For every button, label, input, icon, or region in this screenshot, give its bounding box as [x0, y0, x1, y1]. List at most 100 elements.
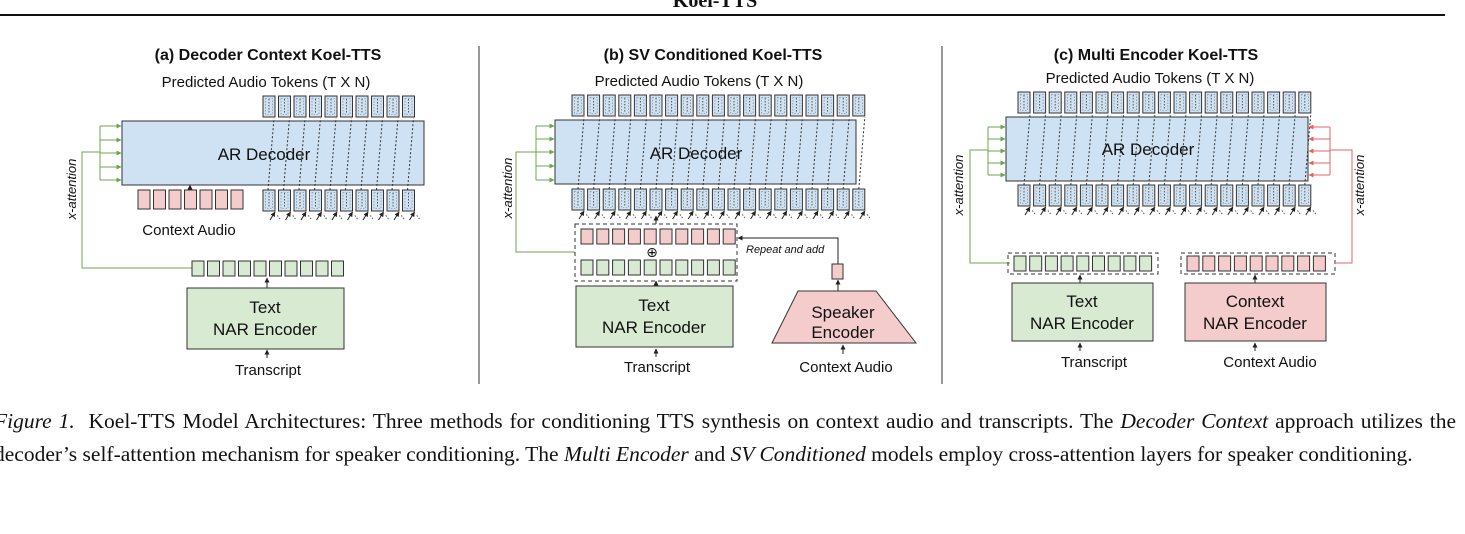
caption-italic1: Decoder Context: [1120, 409, 1269, 433]
panel-b-encoder-line2: NAR Encoder: [602, 318, 706, 337]
text-token: [675, 259, 689, 276]
panel-c-context-encoder: [1184, 282, 1327, 342]
speaker-token: [722, 228, 736, 245]
panel-b-speaker-tokens: [580, 228, 736, 245]
panel-c-text-encoder: [1011, 282, 1154, 342]
caption-part3: and: [694, 442, 726, 466]
panel-c-title: (c) Multi Encoder Koel-TTS: [1054, 47, 1259, 64]
text-token: [238, 260, 251, 277]
context-token: [1281, 255, 1295, 272]
context-audio-token: [199, 189, 213, 210]
panel-c-ctx-enc-line2: NAR Encoder: [1203, 314, 1307, 333]
panel-c-input-arrows: [1024, 206, 1317, 216]
panel-c-xattention-right-arrows: [1308, 124, 1330, 178]
panel-b-title: (b) SV Conditioned Koel-TTS: [604, 47, 823, 64]
panel-c-multi-encoder: (c) Multi Encoder Koel-TTS Predicted Aud…: [951, 47, 1367, 371]
text-token: [222, 260, 236, 277]
speaker-token: [675, 228, 689, 245]
text-token: [191, 260, 205, 277]
panel-b-token-dotted-links: [577, 116, 866, 190]
panel-c-ar-decoder: [1005, 116, 1309, 182]
panel-b-speaker-encoder: [771, 290, 918, 344]
text-token: [691, 259, 705, 276]
caption-label: Figure 1.: [0, 409, 75, 433]
panel-c-input-tokens: [1017, 184, 1312, 207]
panel-c-xattention-right-label: x-attention: [1352, 155, 1367, 217]
text-token: [253, 260, 267, 277]
text-token: [269, 260, 282, 277]
text-token: [1107, 255, 1121, 272]
panel-b-speaker-line2: Encoder: [811, 323, 875, 342]
context-token: [1233, 255, 1247, 272]
panel-b-context-audio-label: Context Audio: [799, 359, 892, 376]
caption-part2: approach utilizes the decoder’s self-att…: [0, 409, 1456, 466]
panel-a-xattention-arrows: [100, 123, 122, 183]
panel-c-context-embedding-box: [1180, 252, 1336, 275]
panel-a-ar-decoder-label: AR Decoder: [218, 145, 311, 164]
speaker-token: [580, 228, 594, 245]
panel-c-predicted-label: Predicted Audio Tokens (T X N): [1046, 70, 1255, 87]
text-token: [1044, 255, 1058, 272]
panel-c-context-audio-label: Context Audio: [1223, 354, 1316, 371]
context-audio-token: [184, 189, 197, 210]
panel-a-predicted-label: Predicted Audio Tokens (T X N): [162, 74, 371, 91]
panel-a-transcript-label: Transcript: [235, 362, 302, 379]
panel-b-predicted-label: Predicted Audio Tokens (T X N): [595, 73, 804, 90]
panel-a-text-encoder: [186, 287, 345, 350]
panel-a-ar-decoder: [121, 120, 425, 186]
panel-c-text-enc-line1: Text: [1066, 292, 1097, 311]
panel-b-xattention-arrows: [536, 123, 555, 183]
header-title: Koel-TTS: [673, 0, 757, 12]
text-token: [284, 260, 298, 277]
panel-b-xattention-line: [515, 151, 575, 253]
context-token: [1312, 255, 1326, 272]
caption-part1: Koel-TTS Model Architectures: Three meth…: [88, 409, 1114, 433]
text-token: [1076, 255, 1090, 272]
panel-b-input-tokens: [571, 188, 866, 211]
panel-c-context-tokens: [1186, 255, 1326, 272]
text-token: [596, 259, 610, 276]
panel-a-encoder-line1: Text: [249, 298, 280, 317]
panel-a-xattention-label: x-attention: [64, 159, 79, 221]
speaker-token: [643, 228, 657, 245]
panel-a-encoder-line2: NAR Encoder: [213, 320, 317, 339]
panel-b-input-arrows: [578, 210, 871, 220]
panel-c-text-embedding-box: [1007, 252, 1159, 275]
speaker-token: [691, 228, 705, 245]
speaker-token: [612, 228, 626, 245]
panel-b-xattention-label: x-attention: [500, 158, 515, 220]
panel-c-ctx-enc-line1: Context: [1226, 292, 1285, 311]
text-token: [722, 259, 736, 276]
panel-b-ar-decoder-label: AR Decoder: [650, 144, 743, 163]
text-token: [315, 260, 329, 277]
context-token: [1249, 255, 1263, 272]
speaker-token: [706, 228, 720, 245]
panel-c-text-enc-line2: NAR Encoder: [1030, 314, 1134, 333]
panel-b-repeat-add-label: Repeat and add: [746, 244, 825, 256]
panel-a-context-audio-label: Context Audio: [142, 222, 235, 239]
panel-b-sv-conditioned: (b) SV Conditioned Koel-TTS Predicted Au…: [500, 47, 918, 376]
panel-b-transcript-label: Transcript: [624, 359, 691, 376]
panel-b-predicted-tokens: [571, 94, 866, 117]
context-audio-token: [137, 189, 151, 210]
panel-c-xattention-left-label: x-attention: [951, 155, 966, 217]
panel-b-repeat-add-line: [737, 235, 839, 264]
panel-c-xattention-left-line: [969, 149, 1010, 264]
panel-b-encoder-line1: Text: [638, 296, 669, 315]
context-audio-token: [230, 189, 244, 210]
panel-a-decoder-context: (a) Decoder Context Koel-TTS Predicted A…: [64, 47, 425, 379]
panel-b-speaker-line1: Speaker: [811, 303, 875, 322]
context-token: [1186, 255, 1200, 272]
panel-a-input-tokens: [262, 189, 415, 212]
panel-b-plus-symbol: ⊕: [646, 244, 658, 260]
caption-part4: models employ cross-attention layers for…: [871, 442, 1413, 466]
speaker-token: [627, 228, 641, 245]
text-token: [1029, 255, 1043, 272]
panel-c-ar-decoder-label: AR Decoder: [1102, 140, 1195, 159]
text-token: [1013, 255, 1027, 272]
panel-b-text-tokens: [580, 259, 736, 276]
panel-c-text-tokens: [1013, 255, 1153, 272]
panel-c-xattention-right-line: [1330, 149, 1353, 264]
speaker-token: [596, 228, 610, 245]
